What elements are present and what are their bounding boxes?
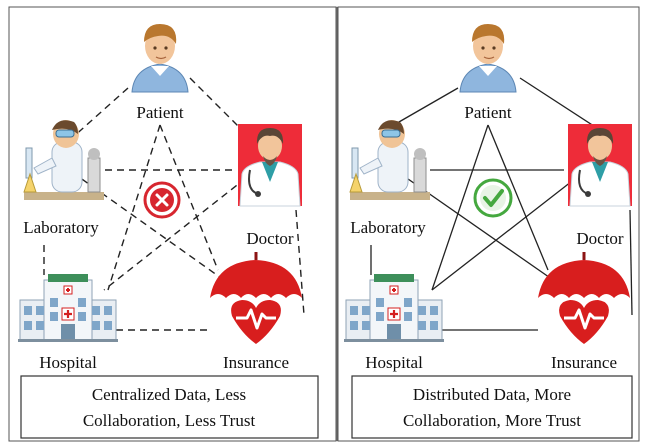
red-cross-icon: [143, 181, 181, 219]
right-caption-line2: Collaboration, More Trust: [403, 411, 581, 430]
insurance-icon: [536, 250, 632, 346]
right-caption-line1: Distributed Data, More: [413, 385, 571, 404]
laboratory-icon: [23, 119, 105, 201]
left-doctor-label: Doctor: [246, 229, 294, 248]
left-insurance-label: Insurance: [223, 353, 289, 372]
laboratory-icon: [349, 119, 431, 201]
left-caption-box: [20, 375, 319, 439]
left-patient-label: Patient: [136, 103, 183, 122]
right-hospital-label: Hospital: [365, 353, 423, 372]
patient-icon: [459, 23, 517, 93]
right-panel-frame: [337, 6, 640, 442]
left-panel: Patient Laboratory Doctor Hospital Insur…: [14, 23, 319, 439]
right-caption-box: [351, 375, 633, 439]
left-caption-line2: Collaboration, Less Trust: [83, 411, 256, 430]
hospital-icon: [16, 272, 120, 344]
doctor-icon: [567, 123, 633, 207]
right-laboratory-label: Laboratory: [350, 218, 426, 237]
left-connectors: [43, 77, 305, 331]
green-check-icon: [473, 178, 513, 218]
patient-icon: [131, 23, 189, 93]
left-hospital-label: Hospital: [39, 353, 97, 372]
left-laboratory-label: Laboratory: [23, 218, 99, 237]
doctor-icon: [237, 123, 303, 207]
hospital-icon: [342, 272, 446, 344]
right-insurance-label: Insurance: [551, 353, 617, 372]
right-panel: Patient Laboratory Doctor Hospital Insur…: [341, 23, 633, 439]
right-patient-label: Patient: [464, 103, 511, 122]
insurance-icon: [208, 250, 304, 346]
left-caption-line1: Centralized Data, Less: [92, 385, 246, 404]
right-doctor-label: Doctor: [576, 229, 624, 248]
